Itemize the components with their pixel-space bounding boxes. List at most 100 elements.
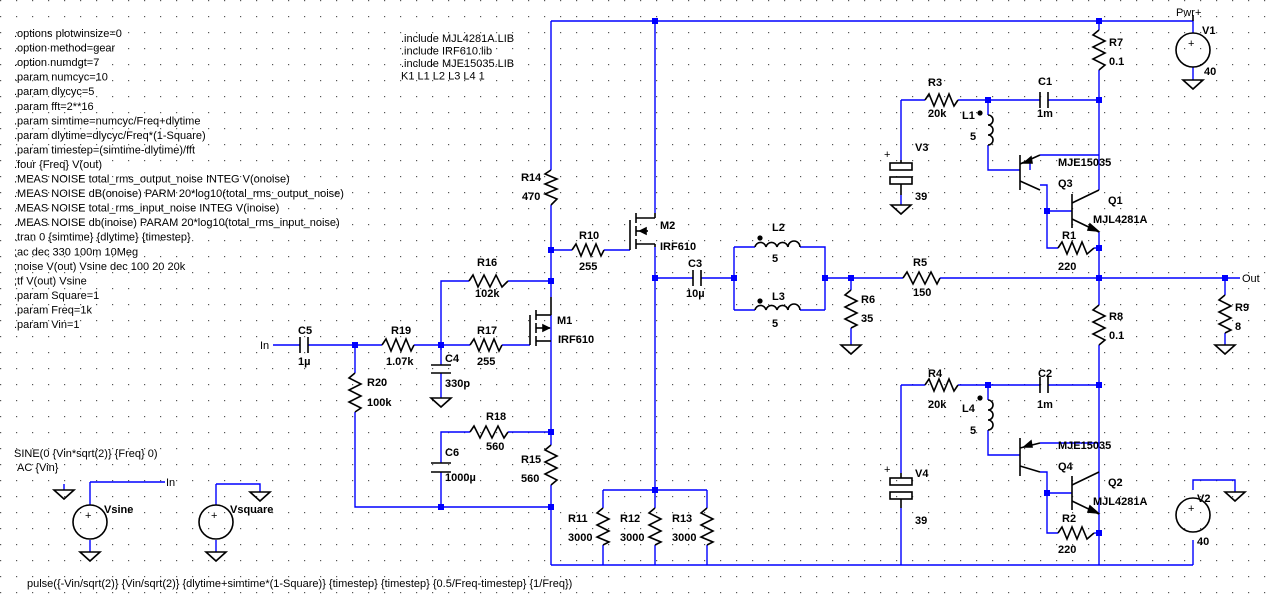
r17-name-label: R17	[477, 325, 497, 337]
capacitor-c6[interactable]	[431, 462, 451, 473]
resistor-r1[interactable]	[1057, 239, 1095, 257]
l1-name-label: L1	[962, 110, 975, 122]
l3-value-label: 5	[772, 318, 778, 330]
capacitor-c2[interactable]	[1039, 377, 1049, 393]
resistor-r9[interactable]	[1217, 294, 1233, 334]
r14-name-label: R14	[521, 172, 542, 184]
inductor-l4[interactable]	[977, 395, 994, 431]
vsine-name-label: Vsine	[104, 504, 133, 516]
transistor-q4[interactable]	[1019, 438, 1041, 476]
c3-value-label: 10µ	[686, 288, 705, 300]
resistor-r4[interactable]	[924, 376, 959, 394]
inductor-l3[interactable]	[754, 298, 801, 311]
directive-line: .options plotwinsize=0	[14, 28, 122, 40]
q2-name-label: Q2	[1108, 477, 1123, 489]
r15-value-label: 560	[521, 473, 539, 485]
resistor-r20[interactable]	[347, 372, 363, 413]
directive-line: .param simtime=numcyc/Freq+dlytime	[14, 115, 200, 127]
directives-left: .options plotwinsize=0.option method=gea…	[14, 28, 344, 331]
resistor-r3[interactable]	[924, 91, 959, 109]
r13-value-label: 3000	[672, 532, 696, 544]
resistor-r18[interactable]	[469, 424, 509, 440]
transistor-q1[interactable]	[1071, 189, 1101, 233]
directive-line: .param fft=2**16	[14, 101, 94, 113]
battery-v4[interactable]: +	[884, 464, 913, 508]
q1-value-label: MJL4281A	[1093, 214, 1147, 226]
directive-line: ;ac dec 330 100m 10Meg	[14, 246, 138, 258]
r3-name-label: R3	[928, 77, 942, 89]
transistor-q3[interactable]	[1019, 154, 1041, 191]
r15-name-label: R15	[521, 454, 541, 466]
directive-line: .MEAS NOISE total_rms_output_noise INTEG…	[14, 174, 290, 186]
directive-line: .param dlytime=dlycyc/Freq*(1-Square)	[14, 130, 206, 142]
transistor-q2[interactable]	[1071, 471, 1101, 515]
q4-name-label: Q4	[1058, 461, 1074, 473]
vsquare-spec: pulse({-Vin/sqrt(2)} {Vin/sqrt(2)} {dlyt…	[27, 578, 572, 590]
battery-v3[interactable]: +	[884, 149, 913, 195]
resistor-r10[interactable]	[571, 241, 605, 259]
directive-line: .option numdgt=7	[14, 57, 99, 69]
c5-name-label: C5	[298, 325, 312, 337]
c5-value-label: 1µ	[298, 356, 310, 368]
c4-name-label: C4	[445, 353, 460, 365]
resistor-r13[interactable]	[699, 507, 715, 546]
r19-value-label: 1.07k	[386, 356, 414, 368]
svg-text:+: +	[211, 510, 217, 522]
resistor-r11[interactable]	[595, 507, 611, 546]
q2-value-label: MJL4281A	[1093, 496, 1147, 508]
resistor-r14[interactable]	[542, 169, 560, 206]
resistor-r16[interactable]	[468, 273, 509, 289]
svg-text:+: +	[1188, 503, 1194, 515]
mosfet-m2[interactable]	[629, 213, 656, 250]
capacitor-c4[interactable]	[431, 364, 451, 374]
r20-value-label: 100k	[367, 397, 392, 409]
source-vsine[interactable]: +	[72, 504, 108, 540]
r6-name-label: R6	[861, 294, 875, 306]
r14-value-label: 470	[522, 191, 540, 203]
q4-value-label: MJE15035	[1058, 440, 1111, 452]
capacitor-c3[interactable]	[692, 270, 702, 286]
resistor-r12[interactable]	[647, 507, 663, 546]
resistor-r17[interactable]	[469, 336, 503, 354]
c3-name-label: C3	[688, 258, 702, 270]
svg-text:+: +	[884, 464, 890, 476]
resistor-r8[interactable]	[1091, 304, 1107, 346]
directive-line: .param numcyc=10	[14, 72, 108, 84]
mosfet-m1[interactable]	[529, 297, 552, 346]
directives-include: .include MJL4281A.LIB.include IRF610.lib…	[401, 33, 514, 83]
svg-text:+: +	[85, 510, 91, 522]
r17-value-label: 255	[477, 356, 495, 368]
inductor-l2[interactable]	[754, 235, 801, 248]
r7-value-label: 0.1	[1109, 56, 1124, 68]
source-v1[interactable]: +	[1175, 32, 1211, 68]
r2-value-label: 220	[1058, 544, 1076, 556]
capacitor-c1[interactable]	[1039, 92, 1049, 108]
source-vsquare[interactable]: +	[198, 504, 234, 540]
l3-name-label: L3	[772, 291, 785, 303]
c2-value-label: 1m	[1037, 399, 1053, 411]
resistor-r2[interactable]	[1057, 524, 1095, 542]
resistor-r19[interactable]	[381, 336, 415, 354]
r2-name-label: R2	[1062, 513, 1076, 525]
capacitor-c5[interactable]	[299, 337, 309, 353]
r10-name-label: R10	[579, 230, 599, 242]
resistor-r15[interactable]	[543, 444, 559, 486]
r3-value-label: 20k	[928, 108, 947, 120]
resistor-r6[interactable]	[843, 289, 859, 329]
resistor-r7[interactable]	[1091, 29, 1107, 71]
include-line: .include MJL4281A.LIB	[401, 33, 514, 45]
r18-name-label: R18	[486, 411, 506, 423]
l2-name-label: L2	[772, 222, 785, 234]
inductor-l1[interactable]	[977, 110, 994, 146]
directive-line: .MEAS NOISE dB(onoise) PARM 20*log10(tot…	[14, 188, 344, 200]
r20-name-label: R20	[367, 377, 387, 389]
r8-value-label: 0.1	[1109, 330, 1124, 342]
resistor-r5[interactable]	[902, 270, 941, 286]
include-line: .include IRF610.lib	[401, 46, 492, 58]
source-v2[interactable]: +	[1175, 497, 1211, 533]
net-label-in-src: In	[166, 477, 175, 489]
r12-name-label: R12	[620, 513, 640, 525]
v4-value-label: 39	[915, 515, 927, 527]
directive-line: .param dlycyc=5	[14, 86, 94, 98]
